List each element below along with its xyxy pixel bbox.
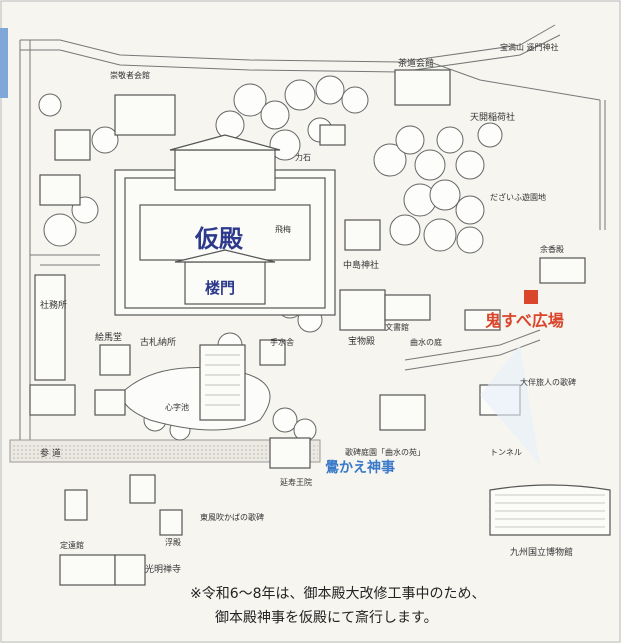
label-tenjinji: 浮殿 bbox=[165, 537, 181, 547]
tunnel-glow bbox=[480, 345, 540, 465]
label-chakai: 茶道会館 bbox=[398, 57, 434, 69]
label-tunnel: トンネル bbox=[490, 448, 522, 457]
label-engiou: 延寿王院 bbox=[280, 477, 312, 487]
label-jouenkan: 定遠館 bbox=[60, 540, 84, 550]
museum-building bbox=[489, 484, 611, 536]
left-buildings bbox=[29, 94, 183, 586]
label-kaidai: 余香殿 bbox=[540, 244, 564, 254]
usokae-label: 鷽かえ神事 bbox=[325, 459, 395, 476]
label-homotsuden: 宝物殿 bbox=[348, 335, 375, 347]
note-line-2: 御本殿神事を仮殿にて斎行します。 bbox=[215, 609, 438, 626]
label-nakajima: 中島神社 bbox=[343, 259, 379, 271]
label-kahi: 東風吹かばの歌碑 bbox=[200, 512, 264, 522]
label-otomo: 大伴旅人の歌碑 bbox=[520, 377, 576, 387]
label-shingoen: 曲水の庭 bbox=[410, 337, 442, 347]
side-tab bbox=[0, 28, 8, 98]
onisube-label: 鬼すべ広場 bbox=[485, 311, 564, 330]
label-rikyu: 力石 bbox=[295, 152, 311, 162]
onisube-marker-icon bbox=[524, 290, 538, 304]
label-museum: 九州国立博物館 bbox=[510, 546, 573, 558]
taiko-bridge bbox=[199, 344, 246, 421]
sando-texture bbox=[12, 443, 318, 459]
label-tenkai: 天開稲荷社 bbox=[470, 111, 515, 123]
label-keiken: 崇敬者会館 bbox=[110, 70, 150, 80]
label-shamusho: 社務所 bbox=[40, 299, 67, 311]
label-bunshokan: 文書館 bbox=[385, 322, 409, 332]
sando-label: 参 道 bbox=[40, 447, 61, 459]
bridge-steps bbox=[205, 354, 240, 406]
label-homan: 宝満山 遥門神社 bbox=[500, 42, 559, 52]
pond-label: 心字池 bbox=[165, 402, 189, 412]
label-ume: 飛梅 bbox=[275, 224, 291, 234]
label-kosatsu: 古札納所 bbox=[140, 336, 176, 348]
karidono-compound bbox=[114, 134, 336, 316]
museum-stripes bbox=[495, 494, 605, 528]
label-yuen: だざいふ遊園地 bbox=[490, 192, 546, 202]
label-kouzenji: 光明禅寺 bbox=[145, 563, 181, 575]
note-line-1: ※令和6～8年は、御本殿大改修工事中のため、 bbox=[190, 586, 486, 602]
karidono-label: 仮殿 bbox=[194, 225, 244, 253]
label-kaho: 歌碑庭園「曲水の苑」 bbox=[345, 447, 425, 457]
label-furimon: 手水舎 bbox=[270, 337, 294, 347]
roumon-label: 楼門 bbox=[205, 279, 235, 297]
label-ema: 絵馬堂 bbox=[95, 331, 122, 343]
